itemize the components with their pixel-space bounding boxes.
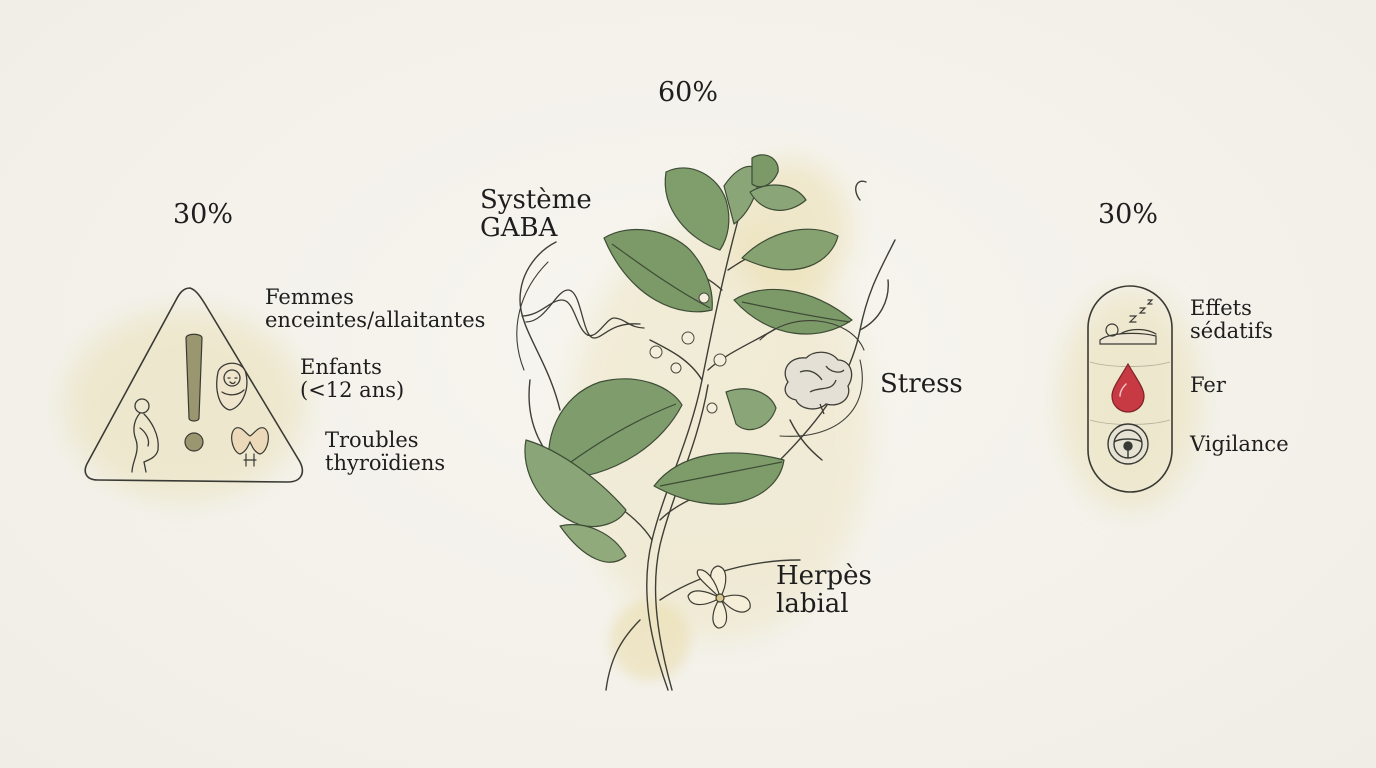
thyroid-icon	[231, 427, 269, 467]
wave-icon	[521, 289, 645, 339]
label-gaba-line-1: Système	[480, 185, 592, 215]
sleeping-person-icon	[1099, 299, 1157, 345]
steering-wheel-icon	[1107, 423, 1149, 465]
label-enfants-line-1: Enfants	[300, 355, 382, 379]
warning-triangle-outline	[84, 287, 304, 483]
label-systeme-gaba: Système GABA	[480, 186, 592, 242]
label-fer: Fer	[1190, 374, 1226, 397]
label-femmes-enceintes: Femmes enceintes/allaitantes	[265, 286, 485, 331]
label-enfants: Enfants (<12 ans)	[300, 356, 404, 401]
pregnant-woman-icon	[131, 398, 159, 473]
blood-drop-icon	[1111, 362, 1145, 413]
label-herpes-labial: Herpès labial	[776, 562, 872, 618]
connector-lines	[516, 261, 865, 437]
label-troubles-thyroidiens: Troubles thyroïdiens	[325, 429, 445, 474]
capsule-group	[1060, 285, 1200, 510]
left-percentage: 30%	[173, 199, 234, 230]
label-gaba-line-2: GABA	[480, 213, 558, 244]
label-fer-line-1: Fer	[1190, 373, 1226, 397]
label-troubles-line-2: thyroïdiens	[325, 450, 446, 475]
label-vigilance: Vigilance	[1190, 433, 1289, 456]
label-femmes-line-2: enceintes/allaitantes	[265, 307, 486, 332]
label-herpes-line-1: Herpès	[776, 561, 872, 591]
label-effets-sedatifs: Effets sédatifs	[1190, 297, 1273, 342]
label-femmes-line-1: Femmes	[265, 285, 354, 309]
exclamation-icon	[184, 333, 204, 452]
label-stress: Stress	[880, 370, 963, 398]
label-enfants-line-2: (<12 ans)	[300, 377, 405, 402]
right-percentage: 30%	[1098, 199, 1159, 230]
warning-triangle-group	[65, 287, 305, 500]
lemon-balm-plant-icon	[519, 154, 896, 691]
brain-icon	[784, 351, 853, 415]
label-troubles-line-1: Troubles	[325, 428, 419, 452]
label-effets-line-1: Effets	[1190, 296, 1252, 320]
left-watercolor-wash	[65, 310, 305, 500]
label-effets-line-2: sédatifs	[1190, 318, 1273, 343]
capsule-outline	[1087, 285, 1173, 493]
flower-icon	[687, 565, 751, 629]
label-herpes-line-2: labial	[776, 589, 849, 620]
label-vigilance-line-1: Vigilance	[1190, 432, 1289, 456]
center-percentage: 60%	[658, 77, 719, 108]
baby-icon	[216, 362, 248, 411]
label-stress-line-1: Stress	[880, 369, 963, 399]
